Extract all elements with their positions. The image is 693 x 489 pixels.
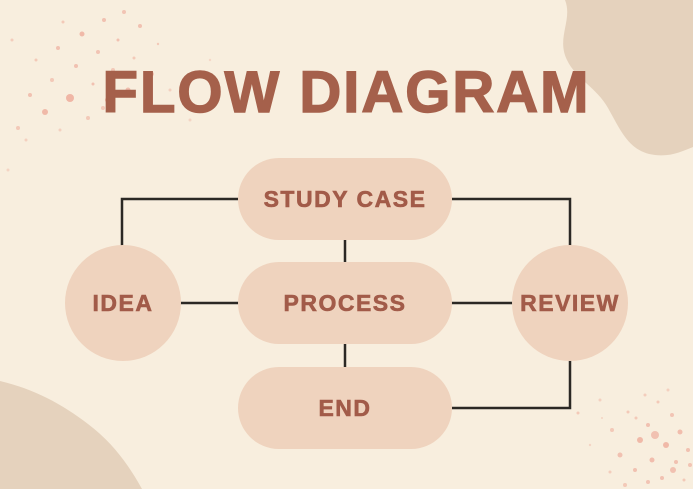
top-right-blob (563, 0, 693, 156)
node-end-label: END (318, 394, 372, 421)
connector-studycase-idea (120, 197, 238, 249)
node-study-case-label: STUDY CASE (263, 185, 427, 212)
node-idea-label: IDEA (92, 289, 154, 316)
node-idea: IDEA (65, 245, 181, 361)
page-title: FLOW DIAGRAM (102, 60, 591, 125)
node-end: END (238, 367, 452, 449)
node-process: PROCESS (238, 262, 452, 344)
node-review: REVIEW (512, 245, 628, 361)
top-left-speckles (6, 10, 212, 172)
bottom-right-speckles (576, 388, 692, 487)
connector-end-review (452, 360, 572, 410)
node-review-label: REVIEW (520, 289, 620, 316)
bottom-left-blob (0, 381, 142, 489)
node-study-case: STUDY CASE (238, 158, 452, 240)
node-process-label: PROCESS (283, 289, 407, 316)
connector-studycase-review (452, 197, 572, 247)
